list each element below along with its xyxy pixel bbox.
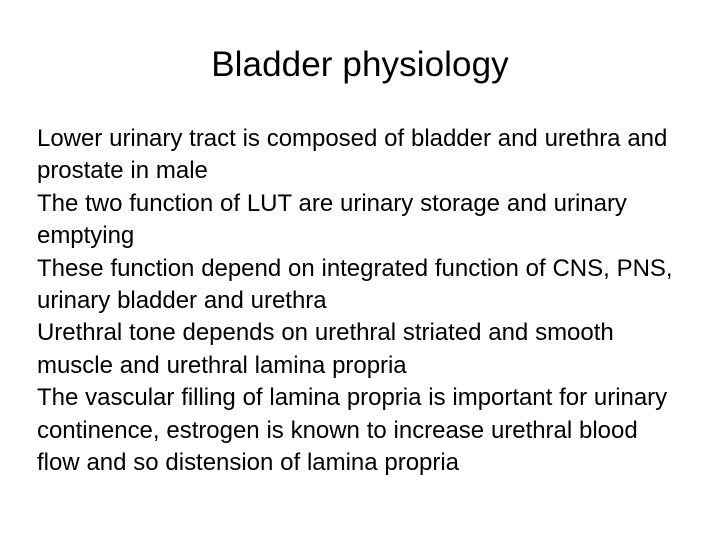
body-paragraph: The two function of LUT are urinary stor… <box>37 189 627 250</box>
body-paragraph: These function depend on integrated func… <box>37 254 673 315</box>
body-paragraph: Lower urinary tract is composed of bladd… <box>37 125 668 185</box>
page-title: Bladder physiology <box>211 45 509 84</box>
slide-body-text-block: Lower urinary tract is composed of bladd… <box>37 123 683 479</box>
body-paragraph: Urethral tone depends on urethral striat… <box>37 319 614 379</box>
body-paragraph: The vascular filling of lamina propria i… <box>37 384 668 477</box>
